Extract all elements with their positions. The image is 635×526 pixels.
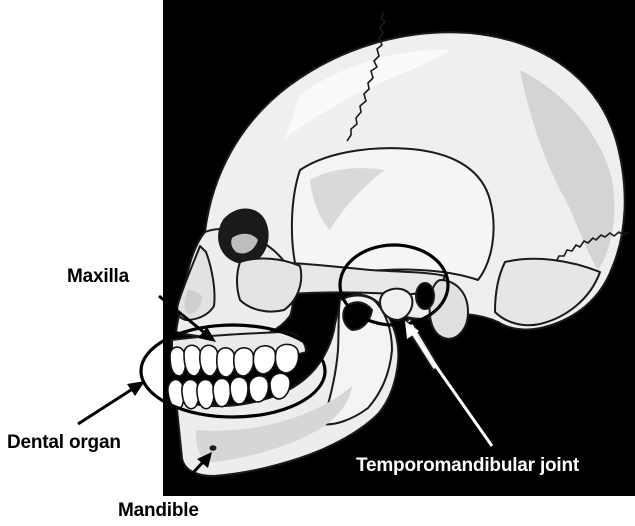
label-maxilla: Maxilla xyxy=(67,266,130,287)
lower-tooth xyxy=(213,378,231,406)
label-dental-organ: Dental organ xyxy=(7,432,121,453)
upper-tooth xyxy=(184,345,202,376)
upper-tooth xyxy=(253,346,275,374)
lower-tooth xyxy=(197,380,214,409)
upper-tooth xyxy=(200,345,219,376)
mental-foramen xyxy=(210,445,217,451)
upper-tooth xyxy=(217,348,235,377)
lower-tooth xyxy=(230,377,248,404)
dental-organ-arrow-line xyxy=(78,388,134,424)
mandibular-condyle xyxy=(380,289,412,320)
label-tmj: Temporomandibular joint xyxy=(356,455,580,476)
upper-tooth xyxy=(275,344,298,373)
dental-organ-arrowhead xyxy=(127,381,145,396)
label-mandible: Mandible xyxy=(118,500,199,521)
upper-tooth xyxy=(234,348,254,376)
external-auditory-meatus xyxy=(416,283,434,309)
zygomatic-bone xyxy=(237,259,301,312)
lower-tooth xyxy=(249,376,268,402)
upper-tooth xyxy=(170,347,186,376)
